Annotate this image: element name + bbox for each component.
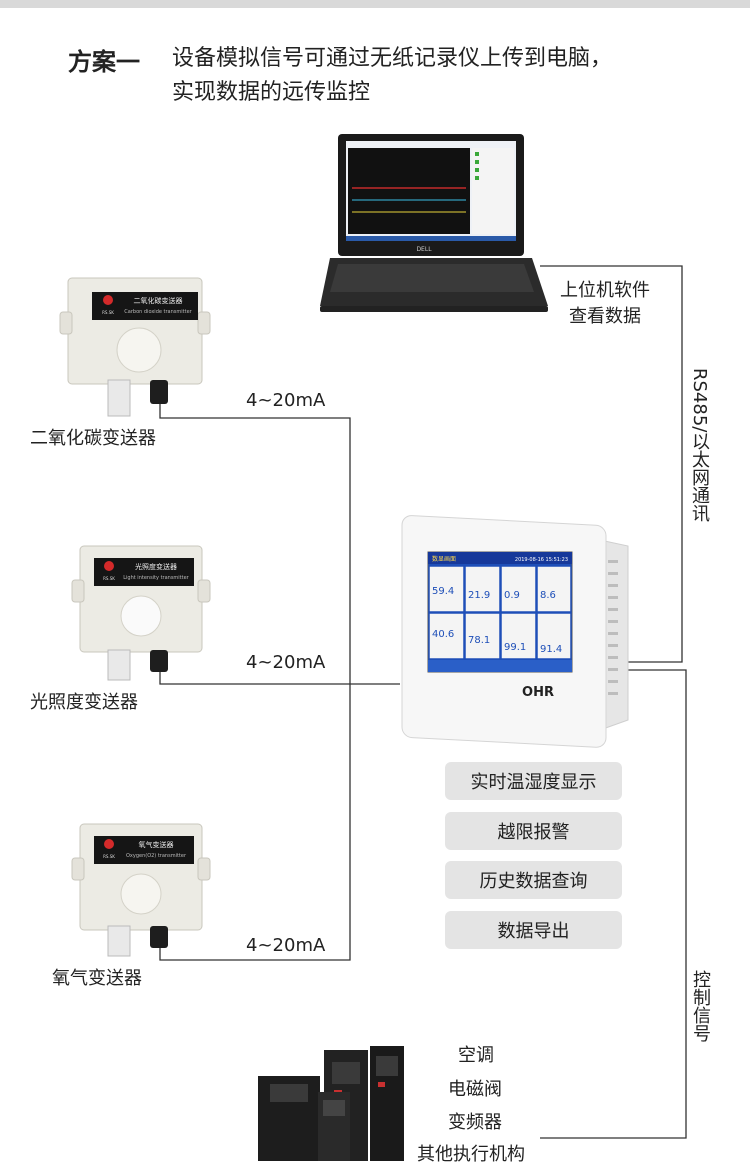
actuator-ac: 空调 — [458, 1045, 494, 1066]
recorder-screen-time: 2019-08-16 15:51:23 — [515, 557, 568, 563]
reading-7: 99.1 — [504, 642, 526, 653]
actuator-other: 其他执行机构 — [417, 1144, 525, 1165]
actuator-inverter: 变频器 — [448, 1112, 502, 1133]
reading-6: 78.1 — [468, 635, 490, 646]
sensor-co2-plate-title: 二氧化碳变送器 — [134, 296, 183, 305]
feature-history-query: 历史数据查询 — [445, 861, 622, 899]
sensor3-line — [159, 684, 351, 961]
sensor-oxygen-brand: RS.SK — [103, 854, 115, 859]
laptop-brand: DELL — [416, 246, 432, 253]
sensor-oxygen-plate-subtitle: Oxygen(O2) transmitter — [126, 853, 187, 859]
scheme-description: 设备模拟信号可通过无纸记录仪上传到电脑， 实现数据的远传监控 — [172, 42, 612, 110]
comm-label: RS485/以太网通讯 — [687, 368, 711, 528]
feature-realtime-display: 实时温湿度显示 — [445, 762, 622, 800]
reading-2: 21.9 — [468, 590, 490, 601]
sensor-co2-plate-subtitle: Carbon dioxide transmitter — [124, 309, 192, 315]
actuator-solenoid-valve: 电磁阀 — [448, 1079, 502, 1100]
sensor-light-plate-subtitle: Light intensity transmitter — [123, 575, 189, 581]
feature-data-export: 数据导出 — [445, 911, 622, 949]
signal-label-co2: 4~20mA — [246, 390, 326, 411]
sensor-oxygen-name: 氧气变送器 — [52, 968, 142, 989]
reading-3: 0.9 — [504, 590, 520, 601]
inverter-devices — [258, 1046, 404, 1161]
reading-4: 8.6 — [540, 590, 556, 601]
control-label-text: 控制信号 — [690, 970, 711, 1042]
sensor-light-brand: RS.SK — [103, 576, 115, 581]
recorder-screen-title: 数显画面 — [432, 555, 456, 563]
control-label: 控制信号 — [688, 970, 712, 1048]
scheme-label: 方案一 — [68, 48, 140, 76]
sensor-light: RS.SK 光照度变送器 Light intensity transmitter — [71, 545, 211, 681]
reading-8: 91.4 — [540, 644, 562, 655]
laptop: DELL — [320, 134, 548, 312]
sensor1-line — [159, 404, 351, 684]
sensor-co2-brand: RS.SK — [102, 310, 114, 315]
sensor-co2: RS.SK 二氧化碳变送器 Carbon dioxide transmitter — [59, 277, 211, 417]
recorder-brand: OHR — [522, 685, 554, 700]
comm-line — [540, 265, 683, 663]
computer-label: 上位机软件 查看数据 — [560, 276, 650, 328]
connection-lines — [159, 265, 687, 1139]
comm-label-text: RS485/以太网通讯 — [689, 368, 710, 523]
reading-5: 40.6 — [432, 629, 454, 640]
sensor-oxygen: RS.SK 氧气变送器 Oxygen(O2) transmitter — [71, 823, 211, 957]
computer-label-line1: 上位机软件 — [560, 280, 650, 301]
signal-label-oxygen: 4~20mA — [246, 935, 326, 956]
paperless-recorder: 数显画面 2019-08-16 15:51:23 59.4 21.9 0.9 8… — [401, 515, 629, 748]
feature-limit-alarm: 越限报警 — [445, 812, 622, 850]
signal-label-light: 4~20mA — [246, 652, 326, 673]
sensor2-line — [159, 672, 400, 685]
sensor-oxygen-plate-title: 氧气变送器 — [139, 840, 174, 849]
scheme-description-line2: 实现数据的远传监控 — [172, 80, 371, 105]
scheme-description-line1: 设备模拟信号可通过无纸记录仪上传到电脑， — [172, 46, 613, 71]
sensor-co2-name: 二氧化碳变送器 — [30, 428, 156, 449]
computer-label-line2: 查看数据 — [569, 306, 641, 327]
reading-1: 59.4 — [432, 586, 454, 597]
sensor-light-name: 光照度变送器 — [30, 692, 138, 713]
sensor-light-plate-title: 光照度变送器 — [135, 562, 177, 571]
top-bar — [0, 0, 750, 8]
control-line — [540, 669, 687, 1139]
